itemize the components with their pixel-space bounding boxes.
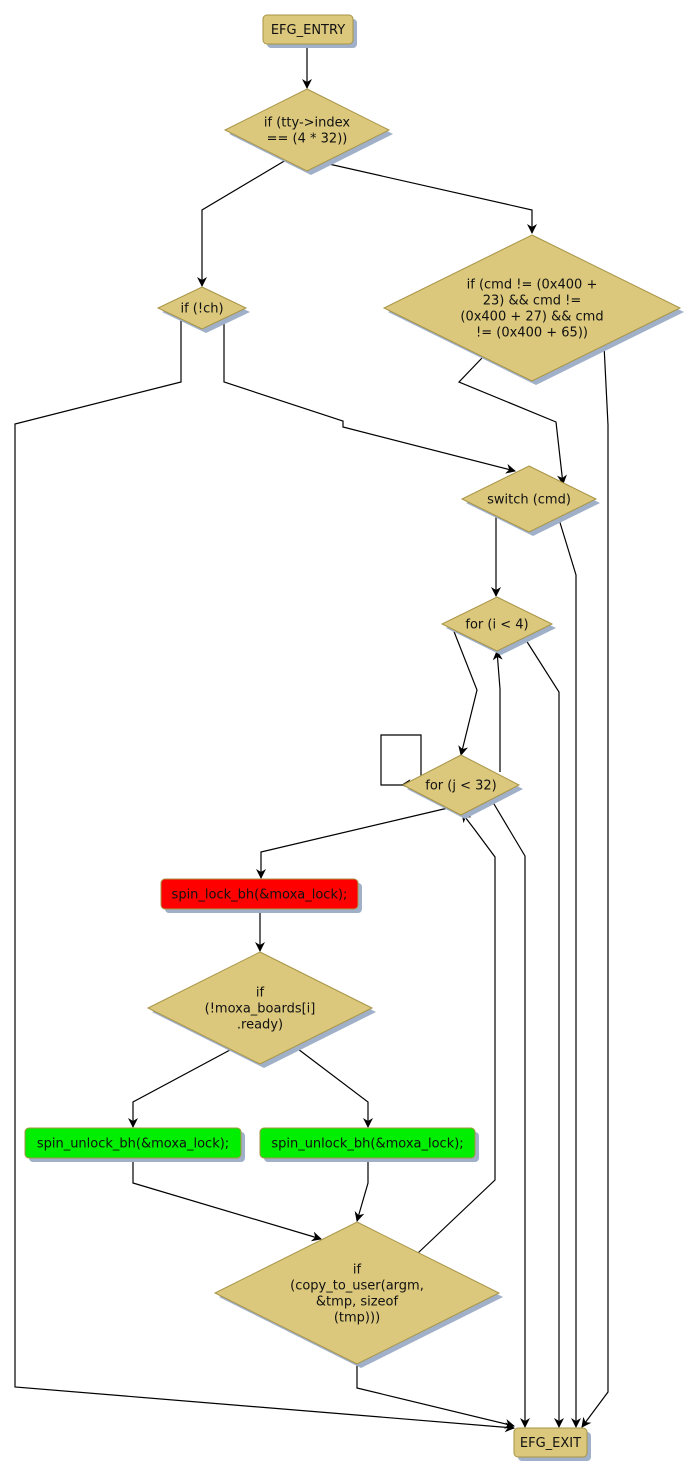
node-label: if (tty->index <box>264 116 351 131</box>
node-box <box>160 878 359 910</box>
edge-if_not_ch-to-exit <box>14 316 515 1433</box>
node-box <box>24 1127 242 1159</box>
node-if-tty-index: if (tty->index== (4 * 32)) <box>223 88 393 175</box>
decision-diamond <box>146 951 374 1065</box>
node-label: &tmp, sizeof <box>316 1295 399 1310</box>
node-if-copy: if(copy_to_user(argm,&tmp, sizeof(tmp))) <box>213 1221 503 1368</box>
node-label: if (!ch) <box>180 302 223 317</box>
edge-if_cmd-to-exit <box>581 344 609 1428</box>
edges-layer <box>14 44 609 1433</box>
node-label: 23) && cmd != <box>483 294 581 309</box>
decision-diamond <box>213 1221 501 1365</box>
edge-if_not_ch-to-switch_cmd <box>223 316 516 474</box>
edge-for_j-to-spin_lock <box>256 807 449 879</box>
node-label: .ready) <box>237 1018 283 1033</box>
node-switch-cmd: switch (cmd) <box>460 465 600 536</box>
node-label: != (0x400 + 65)) <box>476 326 588 341</box>
node-entry: EFG_ENTRY <box>262 14 357 48</box>
node-label: spin_lock_bh(&moxa_lock); <box>172 888 348 903</box>
node-label: (tmp))) <box>334 1311 380 1326</box>
node-label: for (j < 32) <box>425 779 496 794</box>
node-for-i: for (i < 4) <box>440 596 556 655</box>
edge-for_i-to-exit <box>523 636 564 1428</box>
node-unlock-right: spin_unlock_bh(&moxa_lock); <box>259 1127 479 1162</box>
node-label: (!moxa_boards[i] <box>205 1002 316 1017</box>
node-box <box>259 1127 476 1159</box>
node-if-ready: if(!moxa_boards[i].ready) <box>146 951 376 1068</box>
node-label: EFG_EXIT <box>520 1436 581 1451</box>
node-label: if (cmd != (0x400 + <box>467 278 598 293</box>
edge-unlock_right-to-if_copy <box>354 1158 369 1222</box>
node-for-j: for (j < 32) <box>401 754 523 819</box>
edge-for_i-to-for_j <box>452 628 478 756</box>
decision-diamond <box>156 286 248 330</box>
edge-if_copy-to-for_j <box>417 812 496 1254</box>
node-unlock-left: spin_unlock_bh(&moxa_lock); <box>24 1127 245 1162</box>
edge-switch_cmd-to-exit <box>557 515 581 1428</box>
node-label: == (4 * 32)) <box>267 132 348 147</box>
decision-diamond <box>401 754 521 816</box>
edge-for_j-to-for_j <box>380 734 422 790</box>
edge-if_ready-to-unlock_right <box>293 1045 373 1128</box>
node-box <box>262 14 354 45</box>
node-label: switch (cmd) <box>487 493 571 508</box>
decision-diamond <box>223 88 391 172</box>
node-exit: EFG_EXIT <box>513 1427 591 1461</box>
edge-if_ready-to-unlock_left <box>128 1049 231 1128</box>
decision-diamond <box>382 234 682 382</box>
edge-if_tty_index-to-if_not_ch <box>197 159 287 287</box>
node-spin-lock: spin_lock_bh(&moxa_lock); <box>160 878 362 913</box>
edge-if_copy-to-exit <box>356 1364 515 1429</box>
node-label: if <box>353 1263 362 1278</box>
edge-for_j-to-exit <box>490 798 530 1428</box>
node-label: (copy_to_user(argm, <box>290 1279 424 1294</box>
node-label: for (i < 4) <box>465 618 528 633</box>
edge-for_j-to-for_i <box>492 650 503 772</box>
node-label: (0x400 + 27) && cmd <box>460 310 603 325</box>
node-box <box>513 1427 588 1458</box>
edge-if_cmd-to-switch_cmd <box>457 357 567 485</box>
node-if-cmd: if (cmd != (0x400 +23) && cmd !=(0x400 +… <box>382 234 684 385</box>
node-label: if <box>256 986 265 1001</box>
edge-unlock_left-to-if_copy <box>132 1158 322 1242</box>
decision-diamond <box>460 465 598 533</box>
node-label: spin_unlock_bh(&moxa_lock); <box>271 1137 463 1152</box>
node-if-not-ch: if (!ch) <box>156 286 250 333</box>
edge-if_tty_index-to-if_cmd <box>319 161 537 234</box>
node-label: spin_unlock_bh(&moxa_lock); <box>37 1137 229 1152</box>
node-label: EFG_ENTRY <box>271 23 345 38</box>
decision-diamond <box>440 596 554 652</box>
